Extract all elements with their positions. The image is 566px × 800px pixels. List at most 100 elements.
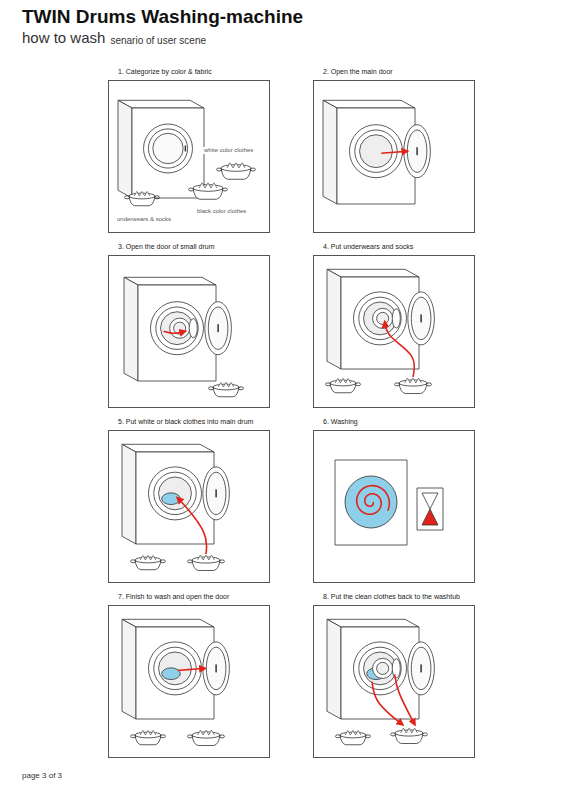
hourglass-top — [422, 493, 438, 509]
clothes-in-tub — [405, 378, 422, 383]
machine-side — [124, 277, 138, 381]
washtub-handle — [161, 735, 166, 738]
machine-front — [132, 108, 204, 198]
machine-side — [118, 100, 132, 198]
title: TWIN Drums Washing-machine — [22, 6, 303, 28]
step-heading: 7. Finish to wash and open the door — [108, 592, 270, 601]
washtub-handle — [391, 733, 396, 736]
step-panel: 5. Put white or black clothes into main … — [108, 417, 270, 583]
panel-illustration — [124, 277, 244, 396]
subtitle-note: senario of user scene — [110, 35, 206, 46]
machine-front — [337, 108, 415, 204]
machine-side — [122, 619, 136, 719]
clothes-in-tub — [335, 378, 351, 383]
machine-top — [122, 619, 214, 627]
machine-top — [122, 444, 214, 452]
drum-opening — [359, 647, 401, 689]
panel-illustration — [122, 619, 229, 745]
step-heading: 6. Washing — [313, 417, 475, 426]
washtub-handle — [423, 733, 428, 736]
washtub-handle — [356, 383, 361, 386]
small-drum — [170, 318, 190, 338]
main-door-glass — [411, 297, 431, 339]
clothes — [162, 668, 181, 680]
door-glass — [153, 133, 183, 163]
main-door-open — [408, 642, 435, 695]
washtub-handle — [251, 168, 256, 171]
red-arrow — [177, 497, 207, 554]
drum-inside — [159, 652, 192, 685]
washtub-handle — [217, 168, 222, 171]
panel-frame — [313, 80, 475, 233]
door-ring — [148, 642, 201, 695]
drum-inside — [364, 652, 397, 685]
main-door-glass — [206, 647, 226, 689]
machine-front — [335, 460, 407, 545]
washtub-handle — [131, 560, 136, 563]
panel-frame — [108, 255, 270, 408]
main-door-open — [205, 302, 232, 355]
small-drum-inside — [377, 662, 389, 674]
machine-front — [136, 627, 214, 719]
panel-frame — [108, 605, 270, 758]
red-arrow — [385, 321, 415, 377]
clothes-in-tub — [198, 730, 215, 735]
door-ring — [150, 302, 203, 355]
red-arrow — [395, 674, 415, 725]
machine-side — [327, 619, 341, 719]
drum-opening — [156, 307, 198, 349]
small-drum-door — [392, 659, 400, 678]
washtub-handle — [326, 383, 331, 386]
clothes-in-tub — [140, 555, 156, 560]
step-heading: 2. Open the main door — [313, 67, 475, 76]
step-heading: 5. Put white or black clothes into main … — [108, 417, 270, 426]
door-ring — [349, 125, 402, 178]
step-panel: 3. Open the door of small drum — [108, 242, 270, 408]
drum-opening — [355, 130, 397, 172]
washtub-handle — [220, 560, 225, 563]
small-drum — [373, 658, 393, 678]
small-drum-door — [392, 309, 400, 328]
door-ring — [353, 292, 406, 345]
machine-side — [122, 444, 136, 544]
main-door-open — [408, 292, 435, 345]
small-drum — [373, 308, 393, 328]
drum-inside — [161, 312, 194, 345]
panel-illustration — [323, 100, 430, 204]
step-heading: 8. Put the clean clothes back to the was… — [313, 592, 475, 601]
panel-illustration — [122, 444, 229, 570]
door-handle — [416, 147, 418, 155]
step-panel: 2. Open the main door — [313, 67, 475, 233]
page-number: page 3 of 3 — [22, 772, 62, 781]
machine-side — [327, 269, 341, 369]
main-door-open — [203, 467, 230, 520]
drum-opening — [154, 647, 196, 689]
door-handle — [420, 664, 422, 672]
panel-illustration — [335, 460, 443, 545]
washtub-handle — [209, 387, 214, 390]
panel-frame — [313, 605, 475, 758]
machine-side — [323, 100, 337, 204]
washing-water — [345, 476, 397, 528]
drum-opening — [148, 129, 187, 168]
machine-front — [138, 285, 216, 381]
group-label: underwears & socks — [116, 216, 172, 223]
drum-inside — [360, 135, 393, 168]
washtub-handle — [336, 735, 341, 738]
door-handle — [185, 146, 187, 152]
group-label: black color clothes — [196, 208, 247, 215]
door-handle — [215, 664, 217, 672]
group-label: white color clothes — [203, 147, 254, 154]
machine-top — [323, 100, 415, 108]
washtub-handle — [125, 196, 130, 199]
clothes-in-tub — [218, 382, 234, 387]
machine-top — [327, 619, 419, 627]
washtub-handle — [366, 735, 371, 738]
washtub-handle — [189, 188, 194, 191]
clothes-in-tub — [134, 191, 150, 196]
clothes-in-tub — [401, 728, 418, 733]
timer-box — [417, 488, 443, 530]
panel-illustration — [326, 269, 435, 393]
drum-opening — [154, 472, 196, 514]
red-arrow — [372, 682, 403, 725]
